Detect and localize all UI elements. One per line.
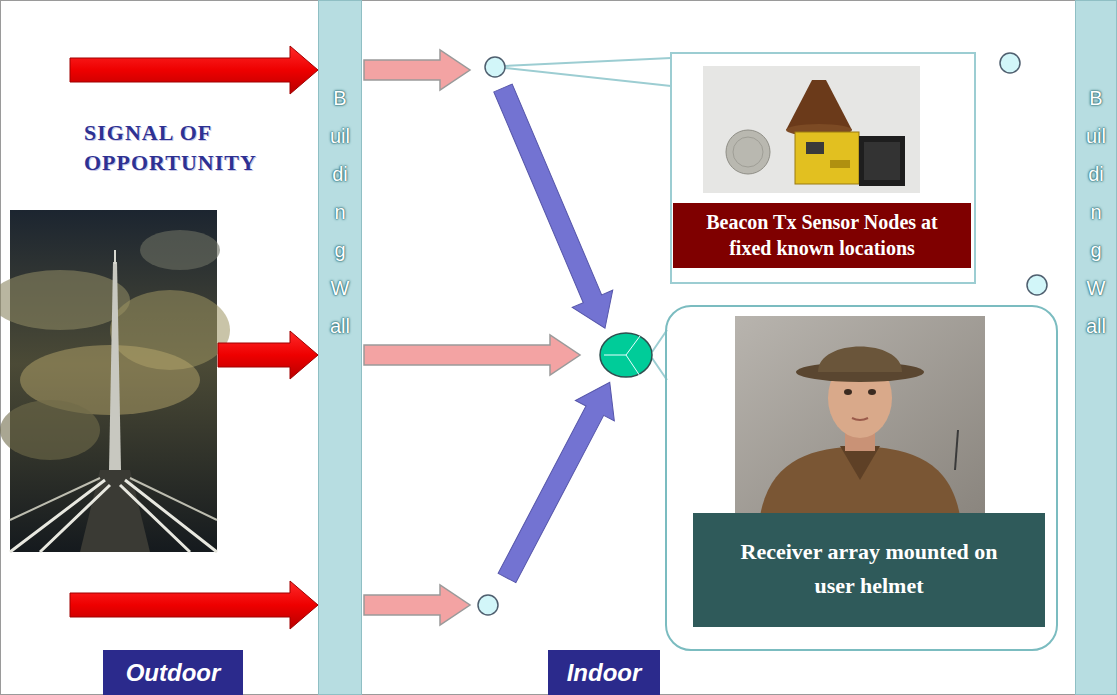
region-tag: Outdoor	[103, 650, 243, 695]
callout-caption: Receiver array mounted on user helmet	[693, 513, 1045, 627]
receiver-callout: Receiver array mounted on user helmet	[665, 305, 1058, 651]
soldier-photo	[735, 316, 985, 516]
beacon-callout: Beacon Tx Sensor Nodes at fixed known lo…	[670, 52, 976, 284]
region-label: Outdoor	[126, 659, 221, 687]
wall-label: Building Wall	[1086, 79, 1106, 345]
building-wall: Building Wall	[318, 0, 362, 695]
wall-label: Building Wall	[330, 79, 350, 345]
region-label: Indoor	[567, 659, 642, 687]
callout-pointers	[505, 58, 671, 380]
beacon-photo	[703, 66, 920, 193]
callout-caption: Beacon Tx Sensor Nodes at fixed known lo…	[673, 203, 971, 268]
building-wall: Building Wall	[1075, 0, 1117, 695]
signal-title: SIGNAL OF OPPORTUNITY	[84, 118, 284, 178]
beacon-arrows	[483, 79, 629, 588]
region-tag: Indoor	[548, 650, 660, 695]
tower-photo	[0, 210, 230, 552]
